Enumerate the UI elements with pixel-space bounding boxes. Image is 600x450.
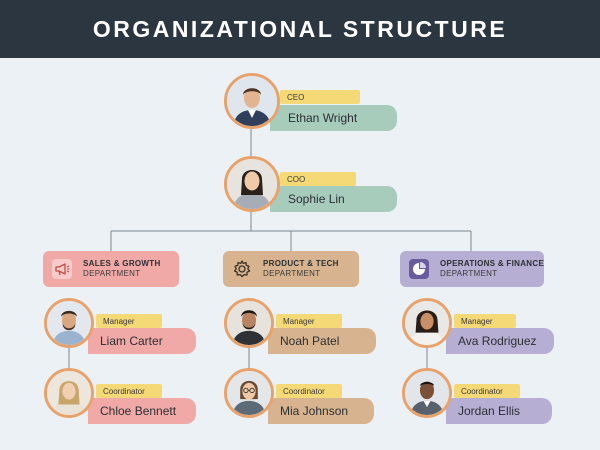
avatar: [402, 368, 452, 418]
role-tag: Manager: [96, 314, 162, 328]
ceo-card: CEO Ethan Wright: [224, 73, 399, 131]
name-label: Jordan Ellis: [446, 398, 552, 424]
name-label: Sophie Lin: [270, 186, 397, 212]
product-coordinator-card: Coordinator Mia Johnson: [224, 368, 376, 424]
coo-card: COO Sophie Lin: [224, 156, 399, 214]
name-label: Ava Rodriguez: [446, 328, 554, 354]
name-label: Noah Patel: [268, 328, 376, 354]
avatar: [224, 156, 280, 212]
sales-manager-card: Manager Liam Carter: [44, 298, 196, 354]
role-tag: CEO: [280, 90, 360, 104]
department-operations-finance: OPERATIONS & FINANCE DEPARTMENT: [400, 251, 544, 287]
department-sales-growth: SALES & GROWTH DEPARTMENT: [43, 251, 179, 287]
department-subtitle: DEPARTMENT: [83, 269, 141, 278]
megaphone-icon: [51, 258, 73, 280]
department-product-tech: PRODUCT & TECH DEPARTMENT: [223, 251, 359, 287]
role-tag: Coordinator: [96, 384, 162, 398]
avatar: [44, 368, 94, 418]
department-name: PRODUCT & TECH: [263, 259, 339, 268]
avatar: [224, 73, 280, 129]
avatar: [224, 368, 274, 418]
department-subtitle: DEPARTMENT: [263, 269, 321, 278]
page-title: ORGANIZATIONAL STRUCTURE: [92, 15, 508, 42]
pie-chart-icon: [408, 258, 430, 280]
name-label: Liam Carter: [88, 328, 196, 354]
product-manager-card: Manager Noah Patel: [224, 298, 376, 354]
name-label: Ethan Wright: [270, 105, 397, 131]
role-tag: Coordinator: [276, 384, 342, 398]
department-subtitle: DEPARTMENT: [440, 269, 498, 278]
operations-coordinator-card: Coordinator Jordan Ellis: [402, 368, 554, 424]
name-label: Mia Johnson: [268, 398, 374, 424]
name-label: Chloe Bennett: [88, 398, 196, 424]
avatar: [44, 298, 94, 348]
role-tag: COO: [280, 172, 356, 186]
department-name: SALES & GROWTH: [83, 259, 161, 268]
avatar: [224, 298, 274, 348]
gear-icon: [231, 258, 253, 280]
department-name: OPERATIONS & FINANCE: [440, 259, 545, 268]
role-tag: Manager: [454, 314, 516, 328]
role-tag: Manager: [276, 314, 342, 328]
operations-manager-card: Manager Ava Rodriguez: [402, 298, 554, 354]
avatar: [402, 298, 452, 348]
title-bar: ORGANIZATIONAL STRUCTURE: [0, 0, 600, 58]
sales-coordinator-card: Coordinator Chloe Bennett: [44, 368, 196, 424]
role-tag: Coordinator: [454, 384, 520, 398]
